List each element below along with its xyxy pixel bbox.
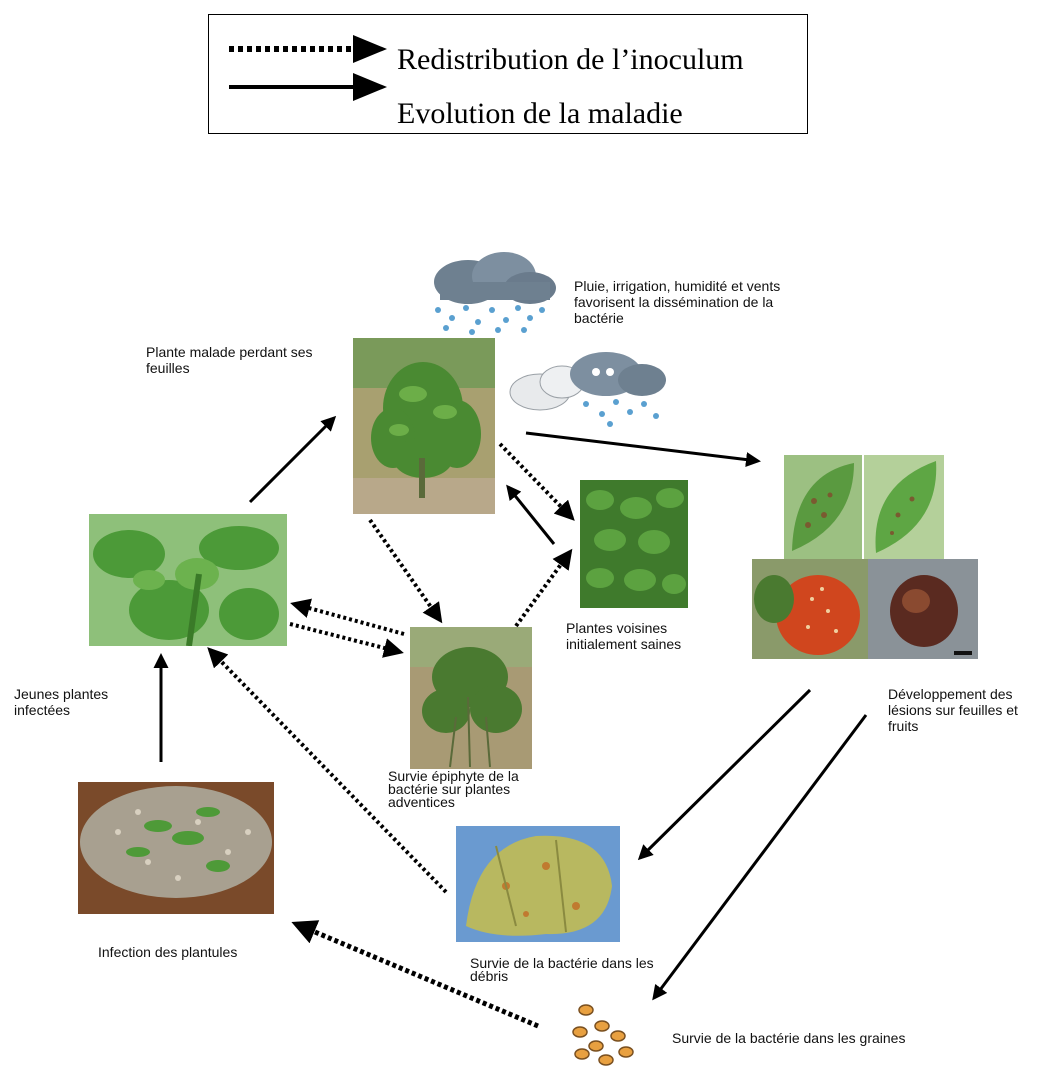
arrow-weeds-to-young	[290, 598, 405, 636]
label-neighbor-plants: Plantes voisines initialement saines	[566, 620, 682, 652]
debris-leaf-photo	[456, 826, 620, 942]
arrow-young-to-diseased	[248, 415, 337, 504]
arrow-diseased-to-weeds	[368, 518, 443, 624]
rain-cloud-icon	[418, 248, 560, 336]
arrow-lesions-to-debris	[637, 688, 812, 861]
weed-plant-photo	[410, 627, 532, 769]
label-seeds: Survie de la bactérie dans les graines	[672, 1030, 906, 1046]
young-plant-photo	[89, 514, 287, 646]
leaf-lesion-photo-1	[784, 455, 862, 559]
legend-box: Redistribution de l’inoculum Evolution d…	[208, 14, 808, 134]
legend-solid-arrow	[229, 73, 387, 101]
arrow-weeds-to-neighbors	[514, 548, 573, 628]
diseased-plant-photo	[353, 338, 495, 514]
label-debris: Survie de la bactérie dans les débris	[470, 955, 654, 984]
label-weather: Pluie, irrigation, humidité et vents fav…	[574, 278, 781, 326]
arrow-neighbors-to-diseased	[506, 484, 556, 545]
legend-solid-label: Evolution de la maladie	[397, 97, 683, 130]
arrow-lesions-to-seeds	[652, 714, 868, 1001]
fruit-lesion-photo-2	[868, 559, 978, 659]
label-young-plants: Jeunes plantes infectées	[14, 686, 109, 718]
legend-dotted-label: Redistribution de l’inoculum	[397, 43, 744, 76]
neighbor-plants-photo	[580, 480, 688, 608]
arrow-diseased-to-lesions	[525, 431, 761, 468]
fruit-lesion-photo-1	[752, 559, 868, 659]
legend-dotted-arrow	[229, 35, 387, 63]
arrow-diseased-to-neighbors	[498, 442, 575, 521]
label-lesions: Développement des lésions sur feuilles e…	[888, 686, 1018, 734]
arrow-young-to-weeds	[289, 622, 404, 658]
seeds-photo	[562, 996, 646, 1070]
label-diseased-plant: Plante malade perdant ses feuilles	[146, 344, 313, 376]
label-seedling-infection: Infection des plantules	[98, 944, 238, 960]
wind-cloud-icon	[506, 342, 686, 432]
label-weeds: Survie épiphyte de la bactérie sur plant…	[388, 768, 519, 810]
leaf-lesion-photo-2	[864, 455, 944, 559]
seedling-pot-photo	[78, 782, 274, 914]
